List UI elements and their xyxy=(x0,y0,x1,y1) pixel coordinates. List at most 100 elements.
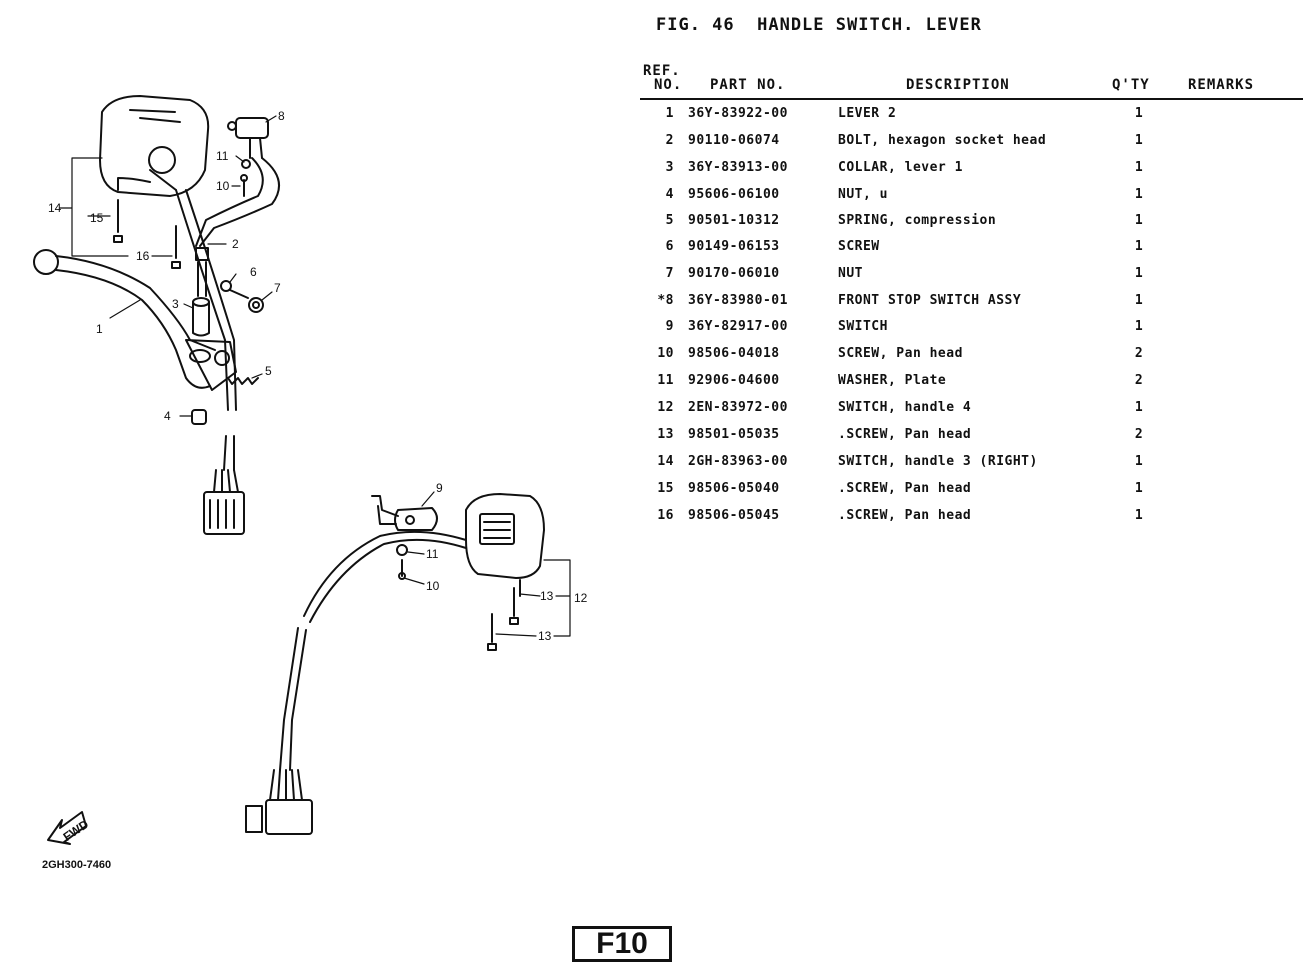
description: SWITCH, handle 3 (RIGHT) xyxy=(838,454,1038,469)
ref-no: 4 xyxy=(665,187,674,202)
part-no: 98506-05045 xyxy=(688,508,780,523)
ref-no: *8 xyxy=(657,293,674,308)
screw-10-lower-drawing xyxy=(398,559,406,580)
right-switch-cable-drawing xyxy=(175,189,237,471)
screw-10-top-drawing xyxy=(240,174,248,197)
fwd-label: FWD xyxy=(61,817,92,844)
callout-13-lower: 13 xyxy=(538,629,552,643)
description: BOLT, hexagon socket head xyxy=(838,133,1047,148)
description: COLLAR, lever 1 xyxy=(838,160,963,175)
table-row: 5 90501-10312 SPRING, compression 1 xyxy=(640,213,1300,240)
part-no: 2EN-83972-00 xyxy=(688,400,788,415)
table-row: 12 2EN-83972-00 SWITCH, handle 4 1 xyxy=(640,400,1300,427)
callout-5: 5 xyxy=(265,364,272,378)
page-label: F10 xyxy=(572,926,672,962)
callout-15: 15 xyxy=(90,211,104,225)
table-row: 6 90149-06153 SCREW 1 xyxy=(640,239,1300,266)
quantity: 1 xyxy=(1134,239,1144,254)
table-row: 1 36Y-83922-00 LEVER 2 1 xyxy=(640,106,1300,133)
part-no: 36Y-83980-01 xyxy=(688,293,788,308)
part-no: 92906-04600 xyxy=(688,373,780,388)
description: .SCREW, Pan head xyxy=(838,508,972,523)
leader-lines xyxy=(59,115,571,637)
description: LEVER 2 xyxy=(838,106,897,121)
forward-arrow-icon xyxy=(47,811,87,845)
ref-no: 3 xyxy=(665,160,674,175)
quantity: 1 xyxy=(1134,187,1144,202)
quantity: 1 xyxy=(1134,400,1144,415)
header-remarks: REMARKS xyxy=(1188,77,1255,93)
quantity: 1 xyxy=(1134,106,1144,121)
table-row: 15 98506-05040 .SCREW, Pan head 1 xyxy=(640,481,1300,508)
table-row: 2 90110-06074 BOLT, hexagon socket head … xyxy=(640,133,1300,160)
header-qty: Q'TY xyxy=(1112,77,1150,93)
description: SCREW xyxy=(838,239,880,254)
description: SCREW, Pan head xyxy=(838,346,963,361)
callout-8: 8 xyxy=(278,109,285,123)
quantity: 1 xyxy=(1134,266,1144,281)
ref-no: 9 xyxy=(665,319,674,334)
header-part-no: PART NO. xyxy=(710,77,786,93)
part-no: 2GH-83963-00 xyxy=(688,454,788,469)
table-row: *8 36Y-83980-01 FRONT STOP SWITCH ASSY 1 xyxy=(640,293,1300,320)
ref-no: 12 xyxy=(657,400,674,415)
ref-no: 16 xyxy=(657,508,674,523)
table-row: 3 36Y-83913-00 COLLAR, lever 1 1 xyxy=(640,160,1300,187)
description: NUT xyxy=(838,266,863,281)
description: WASHER, Plate xyxy=(838,373,947,388)
left-switch-cable-drawing xyxy=(279,530,467,771)
part-no: 90501-10312 xyxy=(688,213,780,228)
part-no: 98501-05035 xyxy=(688,427,780,442)
callout-11-top: 11 xyxy=(216,149,229,163)
part-no: 98506-05040 xyxy=(688,481,780,496)
handle-switch-right-drawing xyxy=(99,95,210,197)
bolt-drawing xyxy=(195,247,209,297)
ref-no: 1 xyxy=(665,106,674,121)
part-no: 95606-06100 xyxy=(688,187,780,202)
screw-6-drawing xyxy=(220,280,249,299)
part-no: 90149-06153 xyxy=(688,239,780,254)
handle-switch-left-drawing xyxy=(465,493,545,597)
quantity: 2 xyxy=(1134,427,1144,442)
table-row: 14 2GH-83963-00 SWITCH, handle 3 (RIGHT)… xyxy=(640,454,1300,481)
description: SWITCH, handle 4 xyxy=(838,400,972,415)
figure-title: FIG. 46 HANDLE SWITCH. LEVER xyxy=(656,15,982,35)
callout-16: 16 xyxy=(136,249,150,263)
callout-7: 7 xyxy=(274,281,281,295)
description: NUT, u xyxy=(838,187,888,202)
nut-7-drawing xyxy=(248,297,264,313)
part-no: 36Y-82917-00 xyxy=(688,319,788,334)
callout-3: 3 xyxy=(172,297,179,311)
header-description: DESCRIPTION xyxy=(906,77,1010,93)
description: FRONT STOP SWITCH ASSY xyxy=(838,293,1022,308)
quantity: 1 xyxy=(1134,481,1144,496)
exploded-parts-diagram: 1 2 3 4 5 6 7 8 9 10 10 11 11 12 13 13 1… xyxy=(33,95,588,845)
screw-13-lower-drawing xyxy=(487,613,497,651)
table-row: 11 92906-04600 WASHER, Plate 2 xyxy=(640,373,1300,400)
front-stop-switch-drawing xyxy=(195,117,281,247)
callout-13-upper: 13 xyxy=(540,589,554,603)
quantity: 1 xyxy=(1134,319,1144,334)
callout-9: 9 xyxy=(436,481,443,495)
part-no: 98506-04018 xyxy=(688,346,780,361)
table-row: 7 90170-06010 NUT 1 xyxy=(640,266,1300,293)
ref-no: 14 xyxy=(657,454,674,469)
screw-15-drawing xyxy=(113,199,123,243)
callout-12: 12 xyxy=(574,591,588,605)
table-row: 13 98501-05035 .SCREW, Pan head 2 xyxy=(640,427,1300,454)
ref-no: 10 xyxy=(657,346,674,361)
figure-code: 2GH300-7460 xyxy=(42,859,112,871)
table-row: 16 98506-05045 .SCREW, Pan head 1 xyxy=(640,508,1300,535)
table-row: 4 95606-06100 NUT, u 1 xyxy=(640,187,1300,214)
part-no: 36Y-83922-00 xyxy=(688,106,788,121)
callout-11-lower: 11 xyxy=(426,547,439,561)
quantity: 1 xyxy=(1134,133,1144,148)
ref-no: 2 xyxy=(665,133,674,148)
switch-9-drawing xyxy=(371,495,438,531)
brake-lever-drawing xyxy=(33,249,237,391)
callout-6: 6 xyxy=(250,265,257,279)
description: SWITCH xyxy=(838,319,888,334)
part-no: 90110-06074 xyxy=(688,133,780,148)
table-row: 10 98506-04018 SCREW, Pan head 2 xyxy=(640,346,1300,373)
